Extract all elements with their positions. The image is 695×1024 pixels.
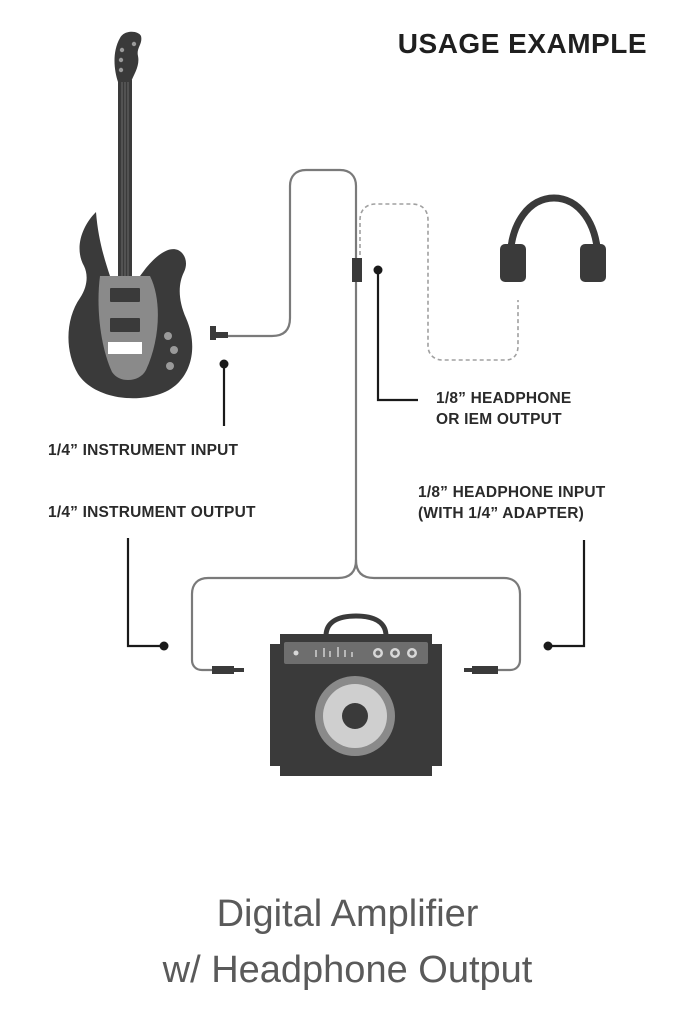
headphone-output-label-line1: 1/8” HEADPHONE: [436, 390, 572, 407]
right-amp-plug: [464, 666, 498, 674]
page-title: USAGE EXAMPLE: [397, 28, 647, 59]
headphone-input-label-line1: 1/8” HEADPHONE INPUT: [418, 484, 606, 501]
left-amp-plug: [212, 666, 244, 674]
headphone-output-label-line2: OR IEM OUTPUT: [436, 411, 562, 428]
instrument-input-label: 1/4” INSTRUMENT INPUT: [48, 442, 239, 459]
headphone-input-label: 1/8” HEADPHONE INPUT (WITH 1/4” ADAPTER): [418, 482, 605, 524]
pointer-dots: [159, 265, 553, 651]
caption-line-2: w/ Headphone Output: [162, 949, 533, 991]
amplifier-icon: [270, 613, 442, 776]
electric-guitar-icon: [68, 31, 193, 399]
guitar-jack-plug: [210, 326, 228, 340]
headphones-icon: [500, 194, 606, 282]
pointer-lines: [126, 270, 586, 648]
headphone-cable: [359, 203, 519, 361]
center-splitter: [352, 258, 362, 282]
headphone-input-label-line2: (WITH 1/4” ADAPTER): [418, 505, 584, 522]
instrument-output-label: 1/4” INSTRUMENT OUTPUT: [48, 504, 256, 521]
cables: [190, 168, 522, 672]
caption-line-1: Digital Amplifier: [216, 893, 479, 935]
headphone-output-label: 1/8” HEADPHONE OR IEM OUTPUT: [436, 388, 571, 430]
